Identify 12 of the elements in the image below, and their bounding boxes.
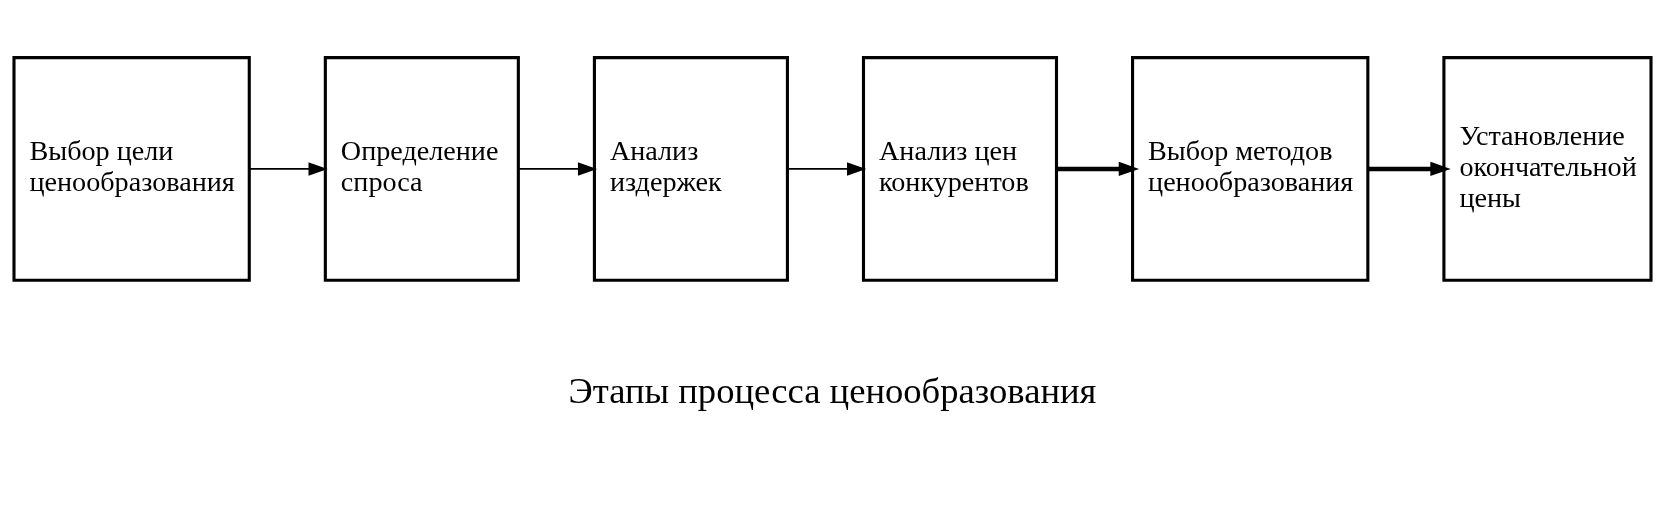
- node-box: Выбор методов ценообразования: [1131, 56, 1370, 282]
- arrow: [248, 162, 328, 176]
- arrow: [1056, 161, 1140, 177]
- node-box: Анализ издержек: [592, 56, 789, 282]
- arrow: [786, 162, 867, 176]
- arrow: [1368, 161, 1451, 177]
- node-box: Выбор цели ценообразования: [12, 56, 251, 282]
- node-box: Установление окончательной цены: [1442, 56, 1653, 282]
- node-box: Определение спроса: [323, 56, 520, 282]
- node-box: Анализ цен конкурентов: [861, 56, 1059, 282]
- caption: Этапы процесса ценообразования: [568, 369, 1097, 411]
- arrow: [517, 162, 598, 176]
